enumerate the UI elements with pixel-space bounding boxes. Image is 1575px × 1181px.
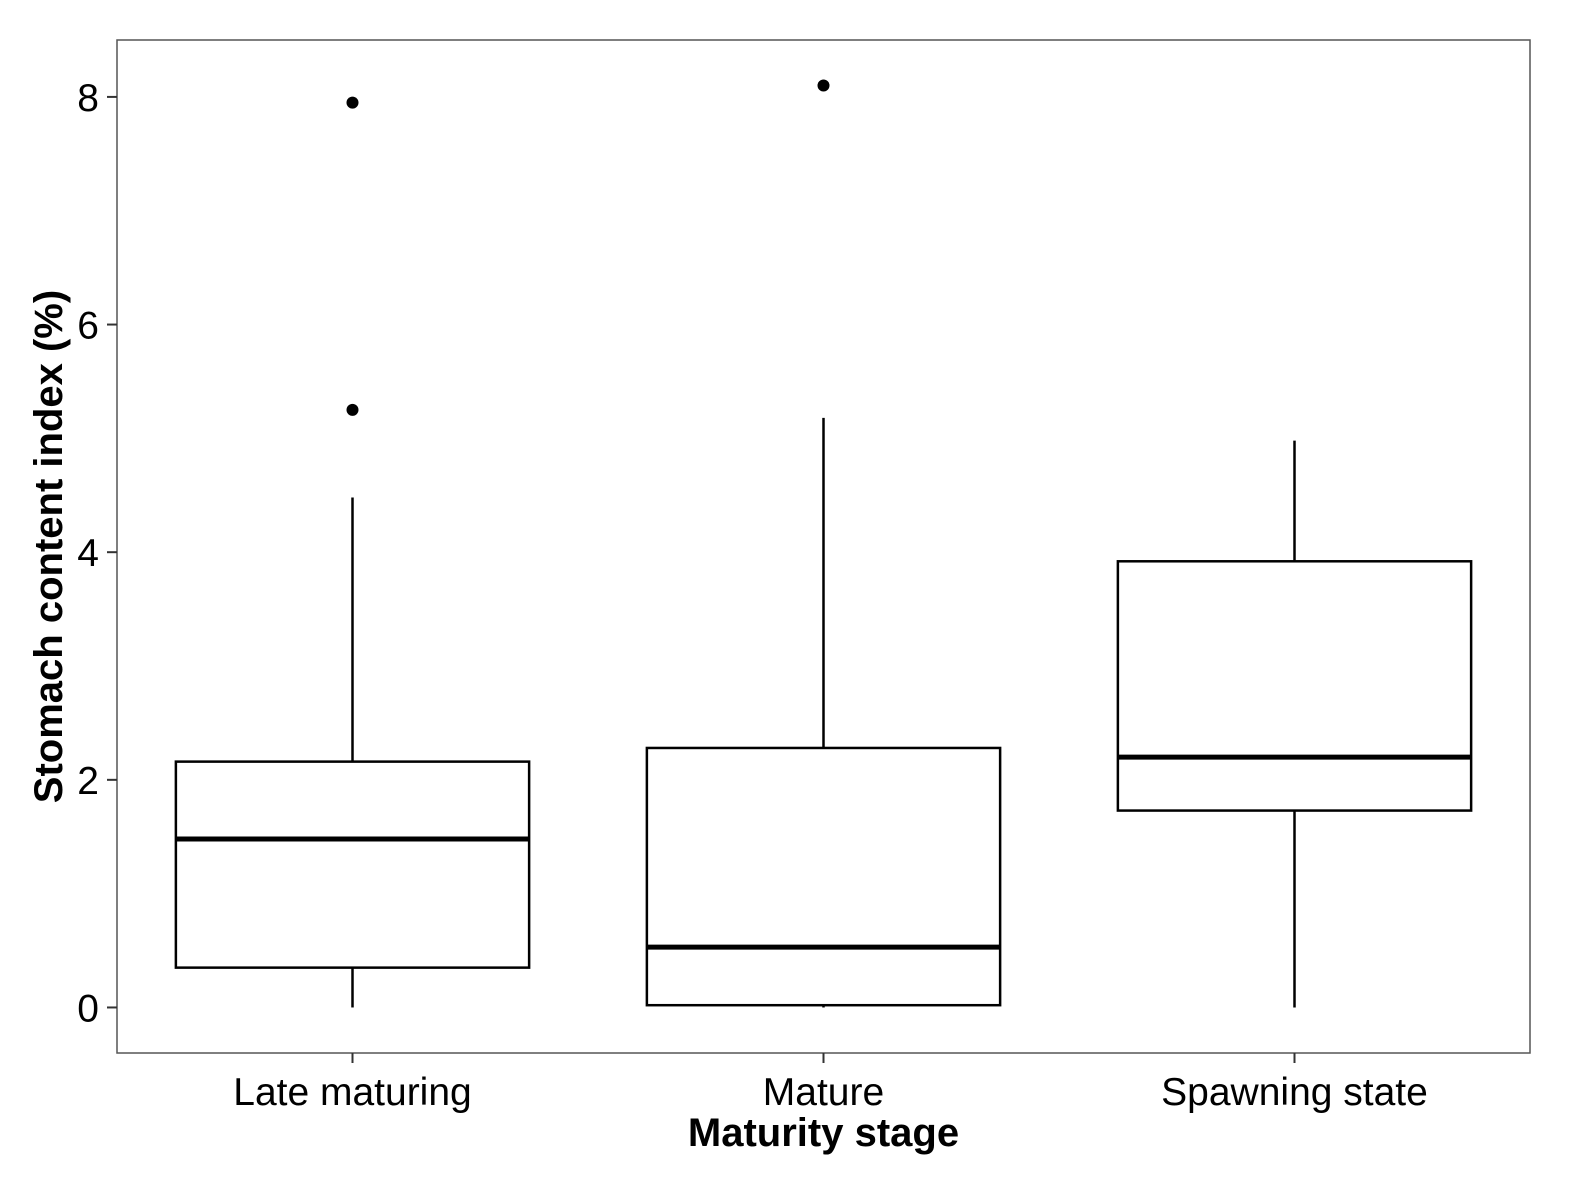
y-axis: 0 2 4 6 8 [77, 77, 117, 1030]
box-iqr [645, 746, 1002, 1007]
outlier-point [817, 79, 830, 92]
x-tick-label: Spawning state [1161, 1071, 1428, 1114]
y-tick-label: 0 [77, 987, 99, 1030]
box-iqr [1116, 560, 1473, 812]
y-tick-label: 4 [77, 532, 99, 575]
box-group [174, 96, 531, 1008]
x-axis: Late maturing Mature Spawning state [233, 1053, 1428, 1114]
x-tick-label: Late maturing [233, 1071, 471, 1114]
y-tick-label: 2 [77, 760, 99, 803]
y-tick-label: 8 [77, 77, 99, 120]
y-tick-label: 6 [77, 305, 99, 348]
outlier-point [346, 96, 359, 109]
box-iqr [174, 760, 531, 969]
boxes-layer [174, 79, 1473, 1008]
box-group [645, 79, 1002, 1008]
x-tick-label: Mature [763, 1071, 884, 1114]
y-axis-title: Stomach content index (%) [27, 290, 71, 803]
x-axis-title: Maturity stage [688, 1111, 959, 1155]
outlier-point [346, 403, 359, 416]
box-group [1116, 440, 1473, 1008]
